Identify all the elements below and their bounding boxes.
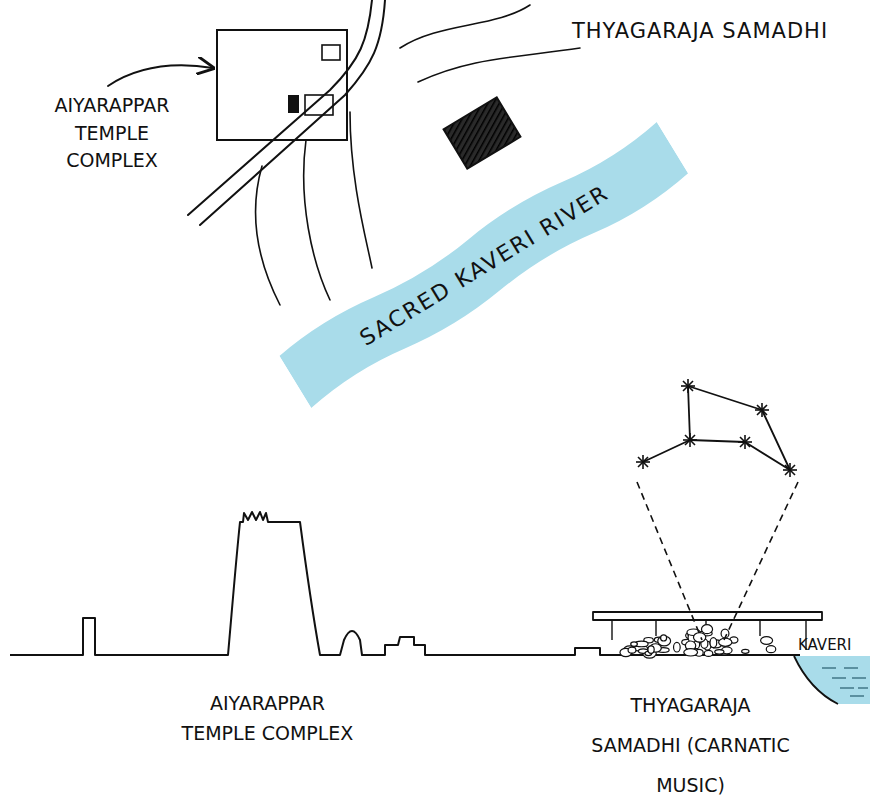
temple-plan <box>217 30 347 140</box>
river-section: KAVERI <box>792 638 870 710</box>
road-edge <box>188 0 372 215</box>
stars <box>636 379 797 477</box>
samadhi-label: THYAGARAJA SAMADHI <box>540 18 860 45</box>
temple-label: AIYARAPPAR TEMPLE COMPLEX <box>180 688 355 749</box>
leader-arrow <box>108 65 213 86</box>
section-skyline <box>10 386 822 658</box>
node-text: KAVERI <box>792 638 870 653</box>
sight-cone <box>637 482 798 640</box>
pavilion-roof <box>593 612 822 620</box>
samadhi-plan <box>444 97 521 168</box>
river-band: SACRED KAVERI RIVER <box>275 117 694 413</box>
node-text: SACRED KAVERI RIVER <box>355 180 613 351</box>
samadhi-label: THYAGARAJA SAMADHI (CARNATIC MUSIC) <box>583 686 798 806</box>
temple-label: AIYARAPPAR TEMPLE COMPLEX <box>32 92 192 175</box>
constellation <box>643 386 790 470</box>
